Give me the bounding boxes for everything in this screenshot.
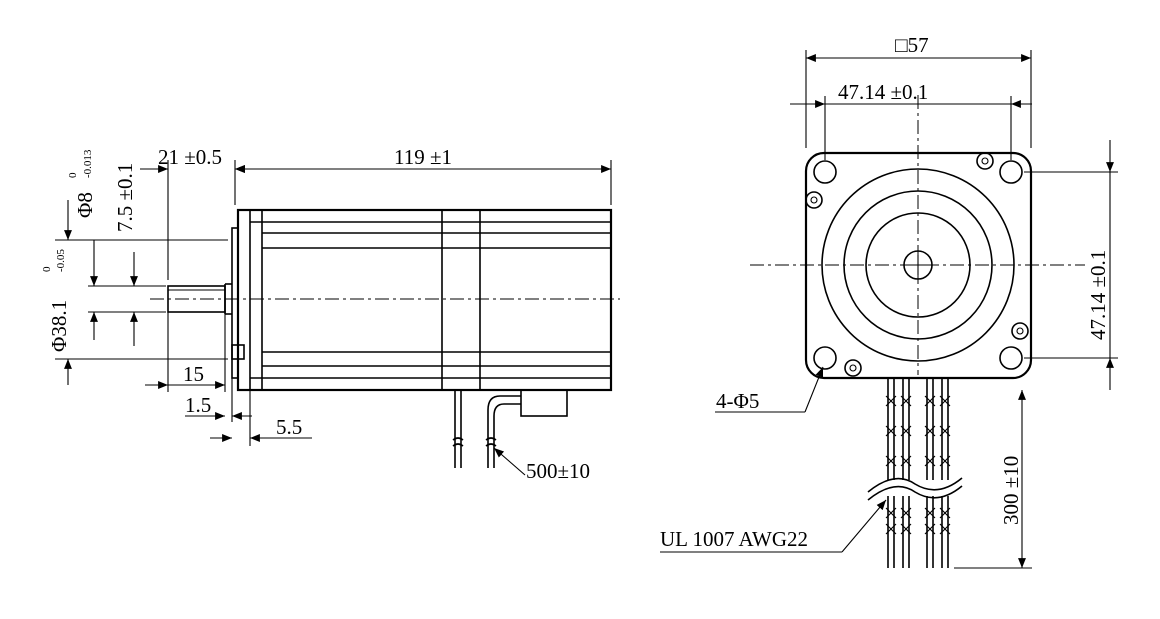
dim-flange-length: 21 ±0.5: [158, 145, 222, 169]
motor-body: [224, 208, 613, 392]
dim-lead-length: 500±10: [526, 459, 590, 483]
dim-shaft-tol-lower: -0.013: [82, 149, 94, 178]
dim-length: 119 ±1: [394, 145, 452, 169]
boss-circle: [865, 212, 971, 318]
dim-boss-tol-lower: -0.05: [55, 249, 67, 272]
outer-circle: [821, 168, 1015, 362]
dim-shaft-dia: Φ8: [73, 192, 97, 218]
front-view: □57 47.14 ±0.1 47.14 ±0.1 4-Φ5: [660, 33, 1118, 569]
shaft-end: [903, 250, 933, 280]
dim-shaft-tol-upper: 0: [67, 172, 79, 178]
side-view: 119 ±1 21 ±0.5 7.5 ±0.1 Φ8 0 -0.013 Φ38.…: [41, 145, 620, 483]
front-lead-wires: [867, 378, 963, 568]
dim-boss-tol-upper: 0: [41, 266, 53, 272]
dim-mount-holes: 4-Φ5: [716, 389, 759, 413]
mounting-holes: [805, 152, 1029, 377]
dim-boss-dia: Φ38.1: [47, 300, 71, 352]
dim-square: □57: [895, 33, 929, 57]
front-face: [804, 151, 1033, 380]
dim-flat-length: 15: [183, 362, 204, 386]
dim-hole-spacing-h: 47.14 ±0.1: [838, 80, 928, 104]
dim-flat: 7.5 ±0.1: [113, 163, 137, 232]
dim-front-lead: 300 ±10: [999, 456, 1023, 525]
dim-hole-spacing-v: 47.14 ±0.1: [1086, 250, 1110, 340]
motor-shaft: [167, 285, 226, 313]
wire-spec: UL 1007 AWG22: [660, 527, 808, 551]
side-lead-wires: [452, 389, 568, 468]
dim-flange-thickness: 5.5: [276, 415, 302, 439]
dim-boss-height: 1.5: [185, 393, 211, 417]
